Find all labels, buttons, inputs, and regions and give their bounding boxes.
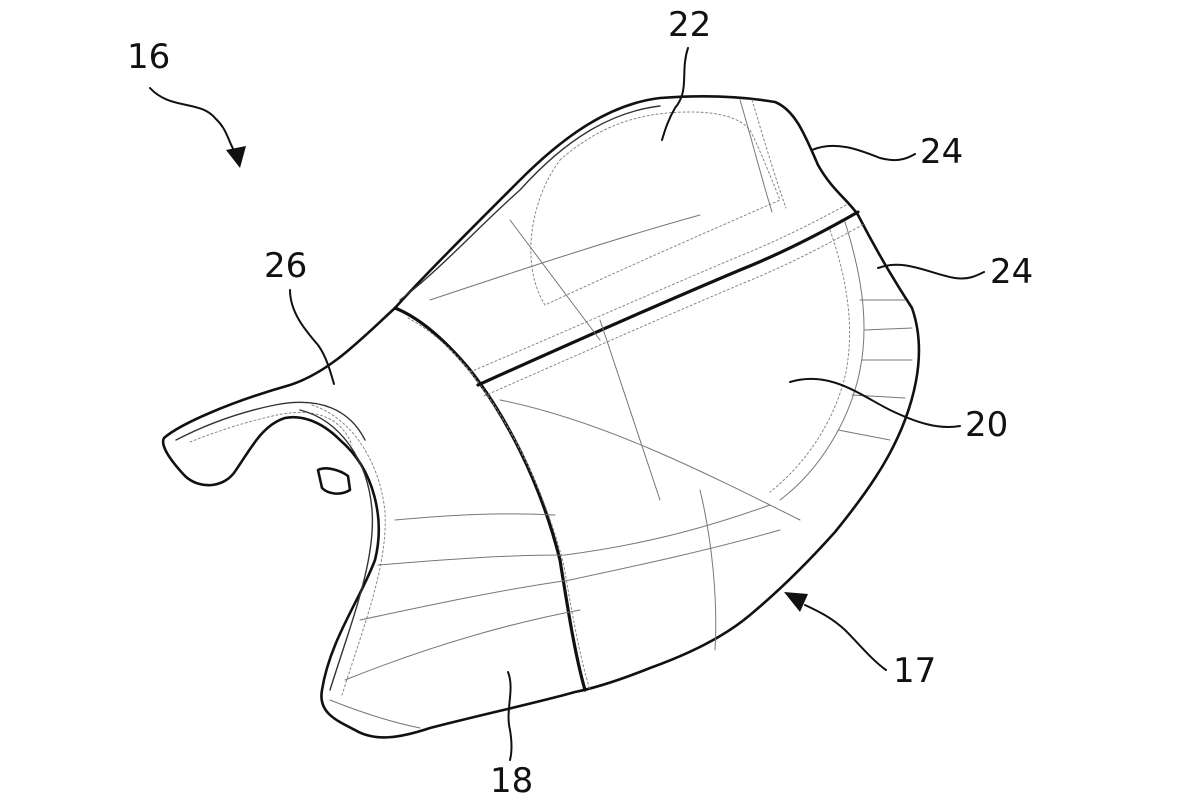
ref-label-18: 18 — [490, 761, 533, 800]
seat-body — [161, 95, 921, 739]
leader-22 — [661, 47, 689, 141]
callout-18: 18 — [490, 671, 533, 800]
rear-bolster-stitch — [751, 99, 787, 209]
front-contour-3 — [359, 529, 781, 621]
ref-label-26: 26 — [264, 246, 307, 286]
arrowhead-17 — [784, 592, 808, 612]
transverse-seam-stitch-upper — [469, 203, 849, 373]
callout-26: 26 — [264, 246, 335, 385]
leader-16 — [149, 87, 237, 155]
front-contour-1 — [394, 513, 556, 521]
ref-label-24-upper: 24 — [920, 132, 963, 172]
rear-cushion-edge — [399, 105, 661, 301]
leg-recess-curve — [299, 409, 374, 691]
latch-tab — [316, 467, 352, 495]
seat-outline — [161, 95, 921, 739]
leader-18 — [507, 671, 513, 761]
front-contour-2 — [377, 504, 771, 566]
leader-17 — [804, 604, 887, 671]
rider-contour-1 — [599, 319, 661, 501]
callout-17: 17 — [784, 592, 936, 691]
leader-26 — [289, 289, 335, 385]
rider-contour-3 — [699, 489, 717, 651]
flap-inner-edge — [175, 401, 366, 441]
ref-label-17: 17 — [893, 651, 936, 691]
front-seam-stitch — [407, 317, 591, 691]
rider-bolster-line — [779, 221, 865, 501]
ref-label-16: 16 — [127, 37, 170, 77]
rider-bolster-stitch — [769, 229, 851, 493]
callout-20: 20 — [789, 377, 1008, 445]
leg-recess-stitch — [311, 404, 386, 696]
flap-inner-stitch — [189, 412, 353, 446]
rider-bolster-ribs — [837, 299, 913, 441]
callout-24-upper: 24 — [811, 132, 963, 172]
ref-label-22: 22 — [668, 5, 711, 45]
callout-16: 16 — [127, 37, 246, 168]
callout-22: 22 — [661, 5, 711, 141]
front-seam — [393, 306, 587, 692]
arrowhead-16 — [226, 146, 246, 168]
front-contour-4 — [344, 609, 581, 681]
rear-panel-stitch — [530, 111, 781, 306]
ref-label-20: 20 — [965, 405, 1008, 445]
callout-24-lower: 24 — [877, 252, 1033, 292]
front-contour-5 — [329, 699, 421, 729]
leader-24-lower — [877, 263, 985, 280]
leader-24-upper — [811, 144, 916, 162]
transverse-seam — [476, 210, 860, 387]
rear-contour-2 — [429, 214, 701, 301]
leader-20 — [789, 377, 961, 428]
ref-label-24-lower: 24 — [990, 252, 1033, 292]
rear-bolster-line — [739, 99, 773, 213]
rear-contour-1 — [509, 219, 601, 341]
transverse-seam-stitch-lower — [483, 223, 865, 397]
rider-contour-2 — [499, 399, 801, 521]
